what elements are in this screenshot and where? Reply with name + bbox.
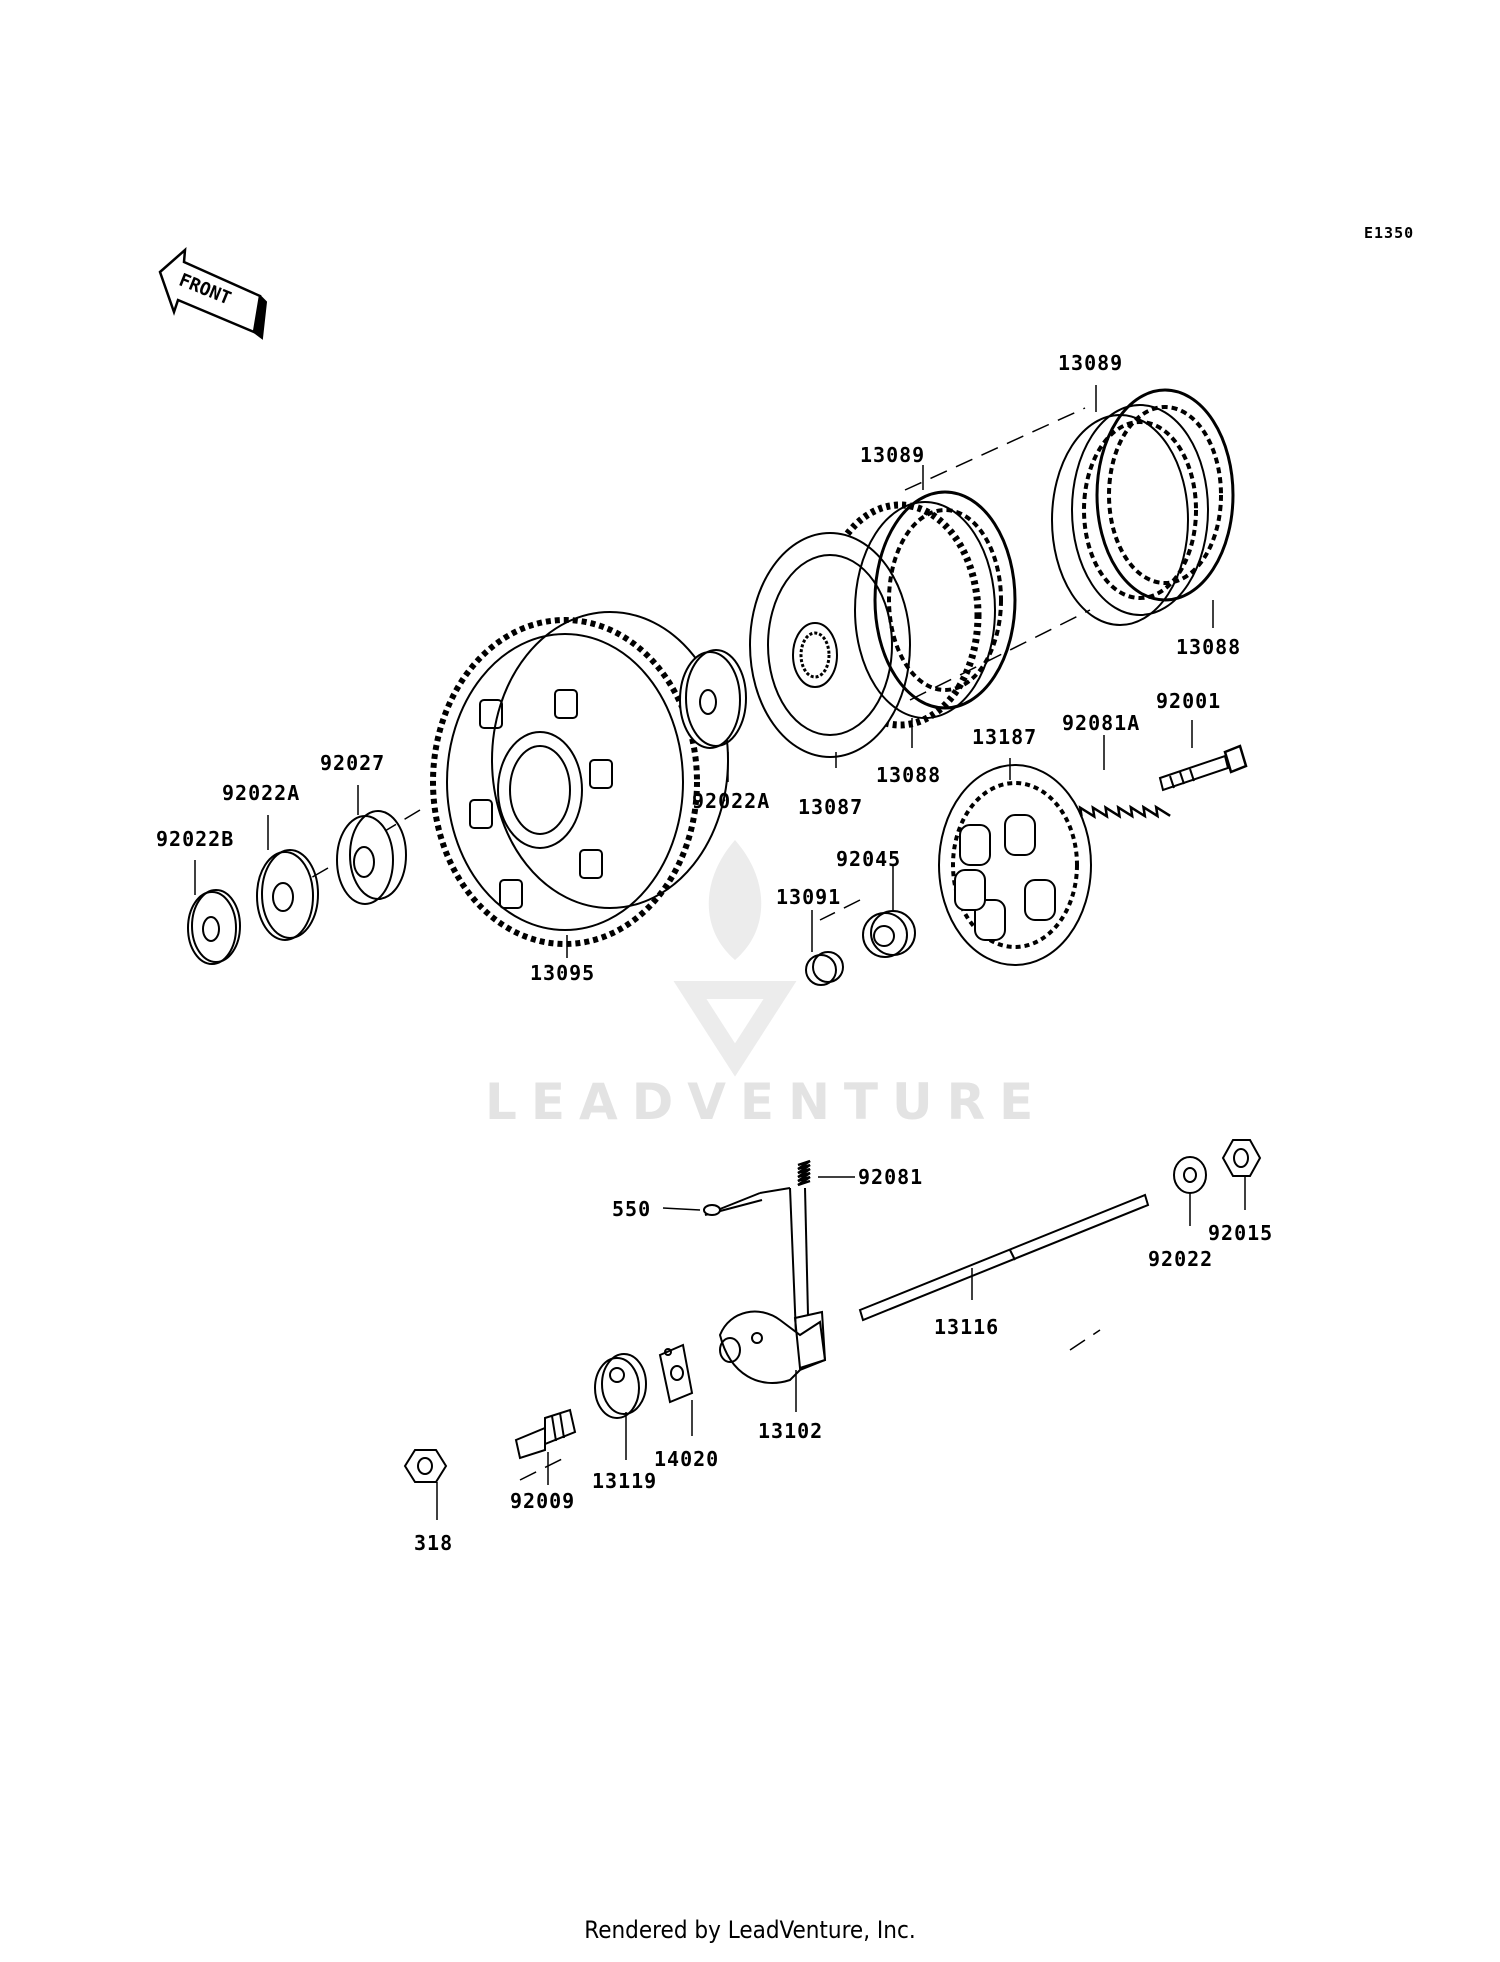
washer-92022B [187,889,241,965]
label-550[interactable]: 550 [612,1197,652,1221]
bolt-92001 [1158,744,1248,792]
plate-14020 [658,1343,694,1404]
label-13102[interactable]: 13102 [758,1419,824,1443]
label-13187[interactable]: 13187 [972,725,1038,749]
watermark-text: LEADVENTURE [485,1073,1048,1131]
spring-92081A [1078,804,1171,819]
label-92045[interactable]: 92045 [836,847,902,871]
label-13095[interactable]: 13095 [530,961,596,985]
label-92001[interactable]: 92001 [1156,689,1222,713]
label-13089-mid[interactable]: 13089 [860,443,926,467]
spacer-92027 [336,810,407,905]
label-92081[interactable]: 92081 [858,1165,924,1189]
release-lever-13102 [718,1310,827,1384]
washer-92022A-left [256,849,319,941]
label-92022A-left[interactable]: 92022A [222,781,301,805]
screw-92009 [514,1408,577,1460]
label-92015[interactable]: 92015 [1208,1221,1274,1245]
spring-92081 [797,1159,811,1187]
label-13119[interactable]: 13119 [592,1469,658,1493]
label-13088-right[interactable]: 13088 [1176,635,1242,659]
front-arrow-icon: FRONT [158,247,268,340]
label-92009[interactable]: 92009 [510,1489,576,1513]
label-92027[interactable]: 92027 [320,751,386,775]
label-13091[interactable]: 13091 [776,885,842,909]
push-rod-13116 [858,1193,1150,1322]
label-92022B[interactable]: 92022B [156,827,235,851]
pressure-plate-13187 [938,764,1092,966]
label-92022[interactable]: 92022 [1148,1247,1214,1271]
cam-13119 [594,1353,647,1419]
plug-13091 [805,951,844,986]
label-318[interactable]: 318 [414,1531,454,1555]
nut-92015 [1221,1139,1262,1177]
clutch-plates-mid [854,490,1017,719]
label-13088-mid[interactable]: 13088 [876,763,942,787]
leader-lines [194,385,1246,1520]
label-13089-top[interactable]: 13089 [1058,351,1124,375]
gear-13095 [430,611,729,947]
diagram-code: E1350 [1364,224,1415,242]
nut-318 [403,1449,448,1483]
label-92022A-mid[interactable]: 92022A [692,789,771,813]
label-13116[interactable]: 13116 [934,1315,1000,1339]
footer-credit: Rendered by LeadVenture, Inc. [584,1916,916,1944]
clutch-plates-right [1051,388,1235,626]
washer-92022 [1173,1156,1207,1194]
washer-92022A-mid [679,649,747,749]
bearing-92045 [862,910,916,958]
label-13087[interactable]: 13087 [798,795,864,819]
clutch-hub-13087 [749,501,982,758]
label-92081A[interactable]: 92081A [1062,711,1141,735]
cotter-pin-550 [703,1187,809,1336]
label-14020[interactable]: 14020 [654,1447,720,1471]
